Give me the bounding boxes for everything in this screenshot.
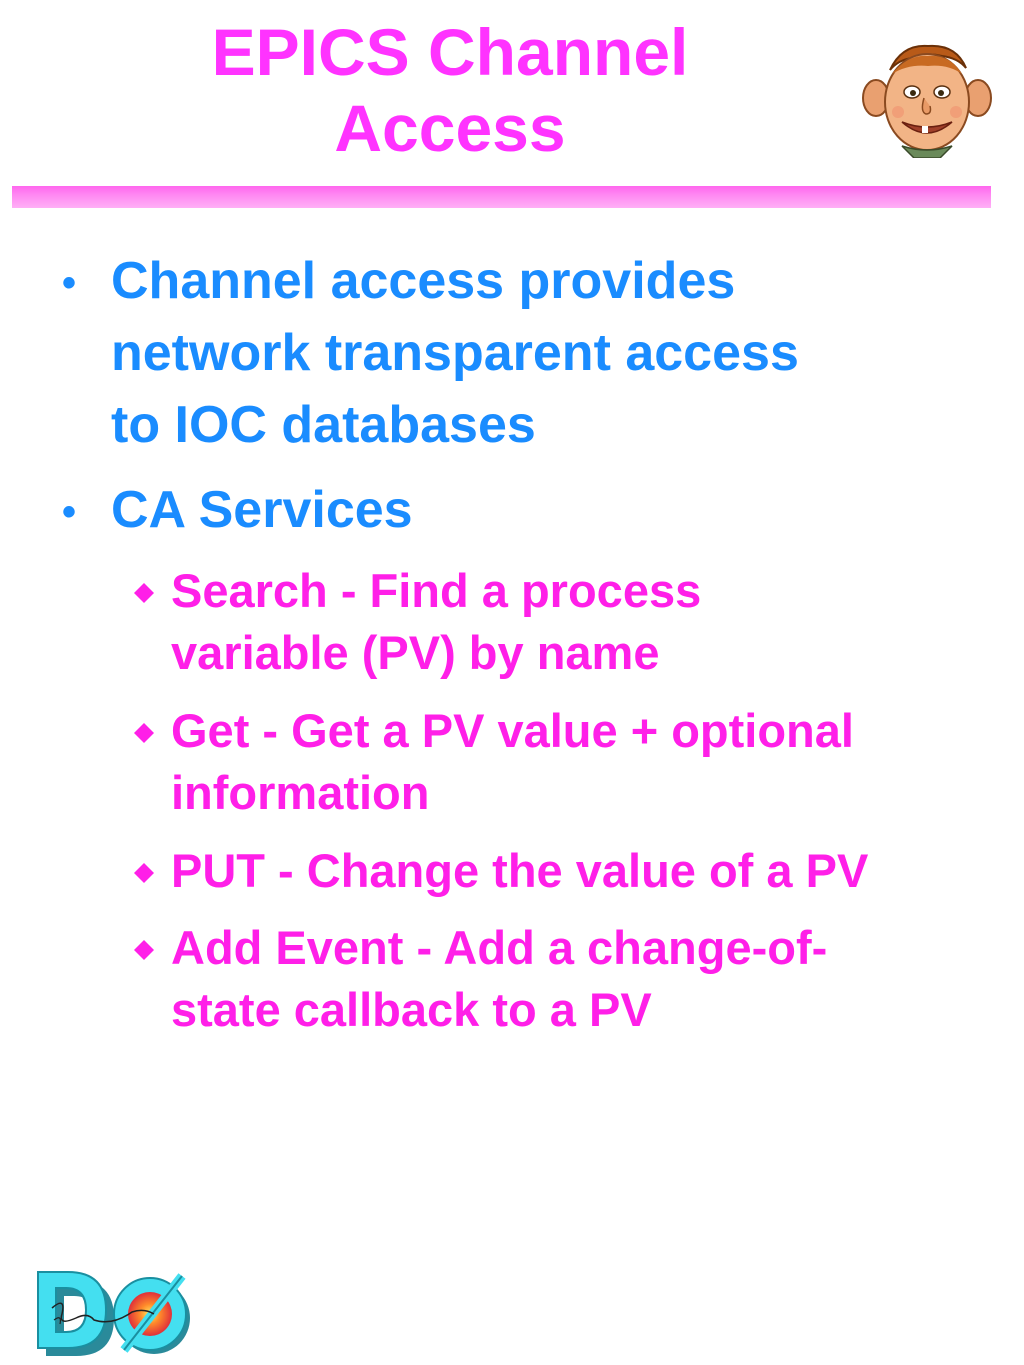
bullet-line: CA Services [111, 481, 413, 539]
diamond-icon [134, 723, 154, 743]
bullet-line: to IOC databases [111, 396, 536, 454]
sub-bullet-text: Search - Find a process variable (PV) by… [171, 560, 1011, 684]
slide-title-line-1: EPICS Channel [211, 15, 689, 89]
dzero-logo [37, 1271, 190, 1356]
bullet-line: Channel access provides [111, 252, 736, 310]
sub-bullet-text: Add Event - Add a change-of- state callb… [171, 917, 1011, 1041]
sub-bullet-line: variable (PV) by name [171, 626, 660, 679]
sub-bullet-text: Get - Get a PV value + optional informat… [171, 700, 1011, 824]
sub-bullet-line: Get - Get a PV value + optional [171, 704, 854, 757]
diamond-icon [134, 583, 154, 603]
bullet-line: network transparent access [111, 324, 799, 382]
diamond-icon [134, 863, 154, 883]
title-divider [12, 186, 991, 208]
slide-title: EPICS Channel Access [90, 14, 810, 166]
sub-bullet-line: information [171, 766, 430, 819]
slide-title-line-2: Access [334, 91, 566, 165]
cartoon-face-icon [862, 44, 992, 158]
sub-bullet-line: state callback to a PV [171, 983, 652, 1036]
sub-bullet-line: Search - Find a process [171, 564, 702, 617]
sub-bullet-line: PUT - Change the value of a PV [171, 844, 869, 897]
bullet-text: Channel access provides network transpar… [111, 245, 971, 461]
bullet-dot-icon: • [62, 490, 77, 534]
bullet-dot-icon: • [62, 261, 77, 305]
bullet-text: CA Services [111, 474, 971, 546]
diamond-icon [134, 940, 154, 960]
sub-bullet-text: PUT - Change the value of a PV [171, 840, 1011, 902]
sub-bullet-line: Add Event - Add a change-of- [171, 921, 828, 974]
